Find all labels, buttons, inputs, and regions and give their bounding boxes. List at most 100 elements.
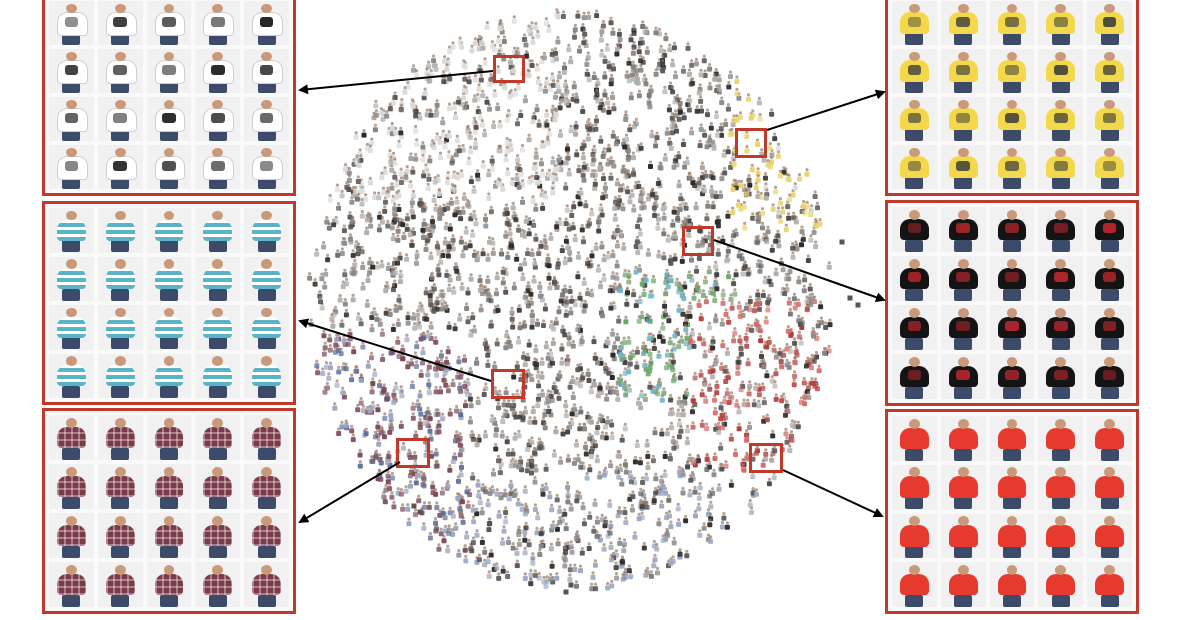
- cloud-thumbnail: [626, 336, 632, 345]
- jeans-shape: [111, 594, 130, 607]
- shirt-print: [1102, 370, 1117, 381]
- shirt-shape: [203, 316, 233, 338]
- cloud-thumbnail: [693, 201, 699, 211]
- cloud-thumbnail: [565, 142, 570, 152]
- shirt-shape: [57, 475, 86, 498]
- cloud-thumbnail: [827, 318, 833, 328]
- cloud-thumbnail: [726, 80, 732, 90]
- model-head: [909, 147, 920, 158]
- cloud-thumbnail: [515, 497, 521, 507]
- jeans-shape: [257, 337, 276, 350]
- cloud-thumbnail: [692, 486, 698, 495]
- shirt-print: [1005, 112, 1019, 123]
- cloud-thumbnail: [480, 160, 486, 169]
- cloud-thumbnail: [591, 378, 597, 388]
- cloud-thumbnail: [629, 189, 635, 198]
- jeans-shape: [905, 177, 924, 189]
- cloud-thumbnail: [391, 500, 397, 510]
- model-head: [957, 356, 969, 367]
- shirt-shape: [57, 426, 86, 449]
- cloud-thumbnail: [597, 470, 603, 480]
- product-thumbnail: [1087, 305, 1132, 350]
- cloud-thumbnail: [591, 71, 597, 80]
- cloud-thumbnail: [375, 420, 381, 430]
- cloud-thumbnail: [434, 99, 440, 108]
- cloud-thumbnail: [572, 31, 577, 40]
- product-thumbnail: [1038, 97, 1084, 141]
- shirt-shape: [57, 365, 86, 387]
- cloud-thumbnail: [560, 427, 566, 437]
- product-thumbnail: [1087, 97, 1132, 141]
- shirt-print: [956, 223, 970, 234]
- cloud-thumbnail: [593, 582, 599, 592]
- cloud-thumbnail: [756, 399, 762, 409]
- shirt-shape: [105, 475, 135, 498]
- cloud-thumbnail: [341, 334, 347, 344]
- shirt-print: [907, 64, 922, 75]
- cloud-thumbnail: [728, 433, 734, 442]
- cloud-thumbnail: [526, 133, 532, 143]
- cloud-thumbnail: [749, 324, 755, 333]
- cloud-thumbnail: [307, 272, 313, 281]
- selection-box-black-tees: [682, 226, 714, 256]
- cloud-thumbnail: [541, 319, 546, 328]
- cloud-thumbnail: [702, 349, 708, 359]
- cloud-thumbnail: [485, 359, 491, 368]
- cloud-thumbnail: [753, 318, 759, 327]
- cloud-thumbnail: [692, 371, 698, 381]
- cloud-thumbnail: [773, 393, 779, 402]
- cloud-thumbnail: [340, 386, 346, 396]
- cloud-thumbnail: [528, 568, 534, 578]
- shirt-print: [1054, 272, 1068, 283]
- cloud-thumbnail: [601, 253, 607, 263]
- cloud-thumbnail: [489, 414, 495, 423]
- cloud-thumbnail: [542, 302, 548, 312]
- cloud-thumbnail: [581, 517, 587, 527]
- jeans-shape: [257, 385, 276, 398]
- cloud-thumbnail: [446, 321, 452, 330]
- cloud-thumbnail: [634, 360, 640, 370]
- cloud-thumbnail: [672, 252, 678, 262]
- selection-box-yellow-tees: [735, 128, 767, 158]
- model-head: [957, 51, 969, 62]
- cloud-thumbnail: [613, 561, 619, 571]
- jeans-shape: [905, 546, 924, 559]
- cloud-thumbnail: [734, 87, 740, 97]
- shirt-print: [1005, 160, 1019, 171]
- cloud-thumbnail: [543, 190, 548, 200]
- cloud-thumbnail: [482, 337, 488, 347]
- cloud-thumbnail: [487, 487, 493, 496]
- cloud-thumbnail: [657, 330, 663, 340]
- product-thumbnail: [940, 416, 986, 461]
- cloud-thumbnail: [684, 387, 690, 397]
- cloud-thumbnail: [651, 494, 657, 504]
- cloud-thumbnail: [733, 228, 739, 237]
- model-head: [1055, 307, 1067, 318]
- product-thumbnail: [195, 305, 241, 350]
- cloud-thumbnail: [575, 453, 581, 463]
- cloud-thumbnail: [501, 35, 507, 44]
- cloud-thumbnail: [396, 294, 402, 303]
- cloud-thumbnail: [602, 181, 608, 191]
- cloud-thumbnail: [332, 402, 338, 411]
- model-head: [1055, 258, 1067, 269]
- cloud-thumbnail: [579, 223, 585, 233]
- cloud-thumbnail: [347, 328, 353, 337]
- cloud-thumbnail: [743, 332, 749, 341]
- shirt-print: [211, 64, 225, 75]
- cloud-thumbnail: [459, 282, 465, 291]
- cloud-thumbnail: [475, 250, 481, 260]
- shirt-print: [113, 64, 127, 75]
- cloud-thumbnail: [438, 527, 444, 537]
- shirt-shape: [57, 573, 86, 596]
- model-head: [1055, 418, 1067, 429]
- jeans-shape: [1003, 81, 1021, 93]
- shirt-shape: [997, 525, 1027, 547]
- cloud-thumbnail: [413, 153, 419, 162]
- shirt-shape: [1046, 573, 1076, 596]
- cloud-thumbnail: [490, 163, 495, 172]
- cloud-thumbnail: [349, 373, 355, 383]
- cloud-thumbnail: [503, 230, 509, 239]
- cloud-thumbnail: [610, 130, 616, 139]
- jeans-shape: [1051, 81, 1070, 93]
